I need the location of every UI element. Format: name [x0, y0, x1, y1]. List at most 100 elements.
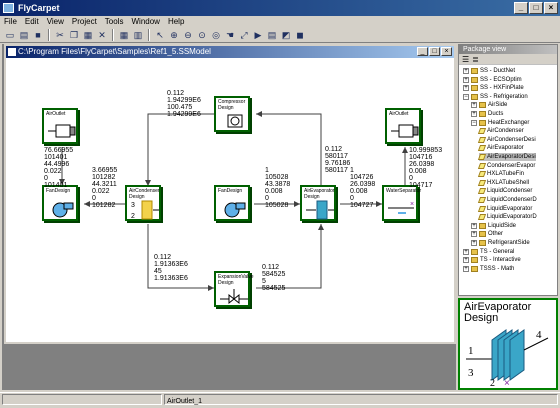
- menu-file[interactable]: File: [4, 17, 17, 26]
- zoom-out-icon[interactable]: ⊖: [184, 29, 192, 40]
- tree-item[interactable]: + Other: [471, 230, 503, 238]
- tree-item[interactable]: +TS - Interactive: [463, 256, 521, 264]
- hand-icon[interactable]: ☚: [225, 29, 235, 40]
- tree-item[interactable]: AirCondenser: [477, 127, 524, 135]
- block-airevaporator[interactable]: AirEvaporator Design: [300, 185, 336, 221]
- tree-item[interactable]: LiquidCondenser: [477, 187, 533, 195]
- menu-project[interactable]: Project: [71, 17, 97, 26]
- zoom-in-icon[interactable]: ⊕: [170, 29, 178, 40]
- class-icon: [477, 197, 487, 203]
- block-airoutlet-right[interactable]: AirOutlet: [385, 108, 421, 144]
- menu-view[interactable]: View: [46, 17, 64, 26]
- paste-icon[interactable]: ▦: [83, 29, 93, 40]
- tree-expander-icon[interactable]: −: [463, 93, 469, 100]
- block-expansionvalve[interactable]: ExpansionValve Design: [214, 271, 254, 307]
- tree-item[interactable]: AirEvaporatorDesi: [477, 153, 536, 161]
- tree-item[interactable]: AirEvaporator: [477, 144, 524, 152]
- block-fan-mid[interactable]: FanDesign: [214, 185, 250, 221]
- stream-values: 0.112 1.91363E6 45 1.91363E6: [154, 254, 188, 282]
- child-minimize-button[interactable]: _: [417, 47, 428, 56]
- cut-icon[interactable]: ✂: [56, 29, 64, 40]
- new-file-icon[interactable]: ▭: [5, 29, 15, 40]
- tree-expander-icon[interactable]: +: [463, 85, 469, 92]
- zoom-fit-icon[interactable]: ◎: [212, 29, 220, 40]
- tree-expander-icon[interactable]: +: [463, 265, 469, 272]
- arrow-head: [402, 147, 408, 153]
- detail-view-icon[interactable]: ≣: [472, 55, 479, 64]
- child-close-button[interactable]: ×: [441, 47, 452, 56]
- tree-item[interactable]: CondenserEvapor: [477, 162, 535, 170]
- color-icon[interactable]: ◼: [296, 29, 304, 40]
- maximize-button[interactable]: □: [529, 2, 543, 14]
- child-maximize-button[interactable]: □: [429, 47, 440, 56]
- run-icon[interactable]: ▶: [254, 29, 262, 40]
- tree-item-label: TS - General: [480, 248, 515, 255]
- list-view-icon[interactable]: ☰: [462, 55, 470, 64]
- save-icon[interactable]: ■: [35, 30, 41, 40]
- table-icon[interactable]: ▤: [267, 29, 277, 40]
- svg-text:×: ×: [504, 378, 510, 388]
- tree-expander-icon[interactable]: +: [463, 257, 469, 264]
- tree-item-label: LiquidEvaporator: [487, 205, 533, 212]
- tree-item[interactable]: + TS - General: [463, 248, 514, 256]
- tree-item[interactable]: HXLATubeShell: [477, 179, 530, 187]
- menu-window[interactable]: Window: [131, 17, 160, 26]
- tree-item[interactable]: +SS - ECSOptim: [463, 76, 522, 84]
- tree-expander-icon[interactable]: +: [471, 240, 477, 246]
- model-canvas[interactable]: AirOutlet Compressor Design AirOutlet: [6, 58, 454, 342]
- tree-item[interactable]: AirCondenserDesi: [477, 136, 536, 144]
- fan-icon: [52, 202, 74, 218]
- tree-item-label: Other: [488, 231, 504, 238]
- zoom-icon[interactable]: ⊙: [198, 29, 206, 40]
- delete-icon[interactable]: ✕: [98, 29, 106, 40]
- tree-expander-icon[interactable]: +: [463, 76, 469, 83]
- tree-item[interactable]: +SS - DuctNet: [463, 67, 515, 75]
- tree-item-label: HXLATubeShell: [487, 179, 530, 186]
- tree-item[interactable]: −SS - Refrigeration: [463, 93, 528, 101]
- minimize-button[interactable]: _: [514, 2, 528, 14]
- tree-item[interactable]: HXLATubeFin: [477, 170, 524, 178]
- block-aircondenser[interactable]: AirCondenser Design 3 2: [125, 185, 161, 221]
- tree-item[interactable]: LiquidEvaporatorD: [477, 213, 537, 221]
- tree-item[interactable]: + AirSide: [471, 101, 507, 109]
- model-window-titlebar[interactable]: C:\Program Files\FlyCarpet\Samples\Ref1_…: [6, 46, 454, 58]
- close-button[interactable]: ×: [544, 2, 558, 14]
- model-window[interactable]: C:\Program Files\FlyCarpet\Samples\Ref1_…: [4, 44, 456, 344]
- tree-expander-icon[interactable]: +: [471, 222, 477, 229]
- tree-item[interactable]: +LiquidSide: [471, 222, 516, 230]
- menu-edit[interactable]: Edit: [24, 17, 39, 26]
- connect-icon[interactable]: ⤢: [240, 29, 248, 40]
- tree-expander-icon[interactable]: +: [471, 111, 477, 117]
- arrow-head: [59, 179, 65, 185]
- tree-expander-icon[interactable]: +: [471, 231, 477, 238]
- block-airoutlet-left[interactable]: AirOutlet: [42, 108, 78, 144]
- tree-item[interactable]: +SS - HXFinPlate: [463, 84, 524, 92]
- tree-item[interactable]: LiquidCondenserD: [477, 196, 537, 204]
- tree-item-label: AirSide: [488, 102, 508, 109]
- tree-expander-icon[interactable]: +: [463, 248, 469, 255]
- menu-help[interactable]: Help: [167, 17, 185, 26]
- block-compressor[interactable]: Compressor Design: [214, 96, 250, 132]
- menu-tools[interactable]: Tools: [104, 17, 124, 26]
- tree-expander-icon[interactable]: +: [463, 68, 469, 74]
- grid-icon[interactable]: ▦: [119, 29, 129, 40]
- tree-item-label: LiquidCondenser: [487, 188, 533, 195]
- copy-icon[interactable]: ❐: [69, 29, 79, 40]
- package-tree[interactable]: +SS - DuctNet+SS - ECSOptim+SS - HXFinPl…: [459, 65, 557, 295]
- document-icon: [8, 48, 16, 56]
- tree-item[interactable]: +Ducts: [471, 110, 503, 118]
- tree-expander-icon[interactable]: +: [471, 102, 477, 109]
- chart-icon[interactable]: ◩: [281, 29, 291, 40]
- tree-expander-icon[interactable]: −: [471, 119, 477, 126]
- toolbar: ▭ ▤ ■ ✂ ❐ ▦ ✕ ▦ ▥ ↖ ⊕ ⊖ ⊙ ◎ ☚ ⤢ ▶ ▤ ◩ ◼: [0, 28, 560, 43]
- package-icon: [479, 222, 486, 229]
- layout-icon[interactable]: ▥: [133, 29, 143, 40]
- tree-item[interactable]: LiquidEvaporator: [477, 205, 533, 213]
- tree-item[interactable]: −HeatExchanger: [471, 119, 529, 127]
- block-fan-left[interactable]: FanDesign: [42, 185, 78, 221]
- tree-item[interactable]: +RefrigerantSide: [471, 239, 530, 247]
- pointer-icon[interactable]: ↖: [156, 29, 164, 40]
- block-waterseparator[interactable]: WaterSeparator ×: [382, 185, 421, 221]
- tree-item[interactable]: +TSSS - Math: [463, 265, 514, 273]
- open-folder-icon[interactable]: ▤: [19, 29, 29, 40]
